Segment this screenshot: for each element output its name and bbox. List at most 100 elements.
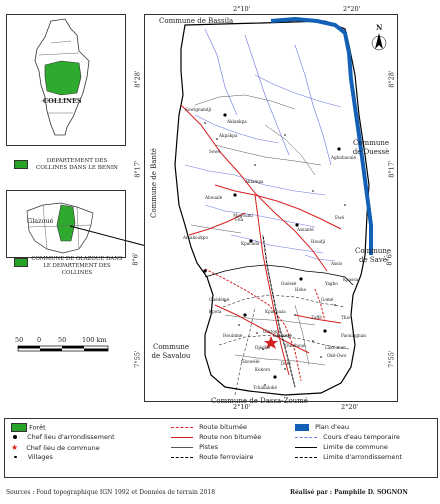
village-label: Akpakpa xyxy=(219,133,238,138)
legend-item-water: Plan d'eau xyxy=(295,423,349,431)
village-label: Amakoukpo xyxy=(183,235,208,240)
footer-author: Réalisé par : Pamphile D. SOGNON xyxy=(290,489,408,496)
black-solid-line-icon xyxy=(295,446,317,448)
legend-item-railway: Route ferroviaire xyxy=(171,453,253,461)
legend-item-paved-road: Route bitumée xyxy=(171,423,247,431)
legend-label-unpaved-road: Route non bitumée xyxy=(199,433,262,441)
village-label: Lakounon xyxy=(325,345,346,350)
arrondissement-dashed-2 xyxy=(218,334,350,350)
benin-locator-caption: DEPARTEMENT DES COLLINES DANS LE BENIN xyxy=(36,158,118,171)
collines-locator-caption: COMMUNE DE GLAZOUE DANS LE DEPARTEMENT D… xyxy=(31,256,123,276)
north-arrow: N xyxy=(369,23,389,57)
coord-left-2: 8°17' xyxy=(133,160,142,178)
streams-group xyxy=(184,28,342,262)
legend-item-arr-limit: Limite d'arrondissement xyxy=(295,453,402,461)
village-label: Oké-Owo xyxy=(327,353,347,358)
roads-paved-group xyxy=(204,268,326,382)
commune-label-bante: Commune de Banté xyxy=(149,148,158,218)
red-dashed-line-icon xyxy=(171,426,193,428)
blue-dashed-line-icon xyxy=(295,436,317,438)
village-label: Zaffé xyxy=(311,315,322,320)
coord-right-3: 8°6' xyxy=(385,252,394,266)
legend-item-arr-chief: Chef lieu d'arrondissement xyxy=(13,433,115,441)
village-dots xyxy=(204,122,346,386)
north-arrow-icon xyxy=(371,33,387,51)
coord-right-2: 8°17' xyxy=(387,160,396,178)
commune-small-label: Glazoué xyxy=(273,333,292,338)
black-dashed-line-icon xyxy=(295,456,317,458)
benin-locator-map: COLLINES xyxy=(6,14,126,146)
legend-label-paved-road: Route bitumée xyxy=(199,423,247,431)
village-label: Hoko xyxy=(295,287,307,292)
commune-label-bassila: Commune de Bassila xyxy=(159,17,234,25)
coord-left-4: 7°55' xyxy=(133,350,142,368)
legend-label-stream: Cours d'eau temporaire xyxy=(323,433,400,441)
legend-item-commune-chief: ★ Chef lieu de commune xyxy=(11,443,100,452)
commune-label-save: Commune de Savè xyxy=(354,247,391,264)
coord-top-1: 2°10' xyxy=(233,5,251,13)
collines-outline xyxy=(26,202,94,254)
legend-label-arr-limit: Limite d'arrondissement xyxy=(323,453,403,461)
village-label: Glazoué xyxy=(263,329,281,334)
collines-locator-map: Glazoué xyxy=(6,190,126,258)
benin-outline xyxy=(34,18,90,136)
legend-item-stream: Cours d'eau temporaire xyxy=(295,433,400,441)
village-label: Agbabaoulé xyxy=(331,155,357,160)
dot-icon xyxy=(13,435,17,439)
legend-label-water: Plan d'eau xyxy=(315,423,349,431)
legend-item-commune-limit: Limite de commune xyxy=(295,443,388,451)
village-label: Paouingnan xyxy=(341,333,366,338)
legend-box: Forêt Chef lieu d'arrondissement ★ Chef … xyxy=(4,418,438,478)
legend-label-railway: Route ferroviaire xyxy=(199,453,254,461)
legend-label-forest: Forêt xyxy=(29,423,46,432)
legend-label-arr-chief: Chef lieu d'arrondissement xyxy=(27,433,115,441)
collines-legend-swatch xyxy=(14,258,28,267)
village-label: Fita xyxy=(235,217,244,222)
water-swatch xyxy=(295,423,309,431)
scale-bar-graphic xyxy=(17,345,109,352)
village-label: Gbowélé xyxy=(241,359,260,364)
legend-item-villages: Villages xyxy=(14,453,53,461)
arrondissement-dashed-3 xyxy=(234,306,256,396)
legend-label-commune-chief: Chef lieu de commune xyxy=(26,444,100,452)
village-label: Sowè xyxy=(209,149,221,154)
village-label: Sowignandji xyxy=(185,107,212,112)
village-label: Ouinhoué xyxy=(285,343,306,348)
village-label: Kokoro xyxy=(255,367,271,372)
rail-line-icon xyxy=(171,456,193,458)
village-label: Thio xyxy=(341,315,351,320)
thin-line-icon xyxy=(171,446,193,448)
legend-label-tracks: Pistes xyxy=(199,443,218,451)
village-label: Tchakaloké xyxy=(253,385,277,390)
benin-legend-swatch xyxy=(14,160,28,169)
legend-item-forest: Forêt xyxy=(11,423,46,432)
star-icon: ★ xyxy=(11,443,19,452)
village-label: Houinmè xyxy=(223,333,243,338)
tracks-group xyxy=(190,94,326,366)
roads-unpaved-group xyxy=(180,104,342,376)
village-label: Ouèssè xyxy=(281,281,297,286)
benin-locator-label: COLLINES xyxy=(43,97,82,105)
village-label: Djègbé xyxy=(255,345,270,350)
red-solid-line-icon xyxy=(171,436,193,438)
coord-right-4: 7°55' xyxy=(387,350,396,368)
coord-left-3: 8°6' xyxy=(131,252,140,266)
small-dot-icon xyxy=(14,455,17,459)
village-label: Houdji xyxy=(311,239,326,244)
scale-tick-3: 50 xyxy=(58,336,67,344)
forest-swatch xyxy=(11,423,27,432)
scale-tick-2: 0 xyxy=(37,336,42,344)
main-map-svg xyxy=(174,16,373,396)
footer-sources: Sources : Fond topographique IGN 1992 et… xyxy=(6,489,216,496)
coord-left-1: 8°28' xyxy=(133,70,142,88)
scale-bar: 50 0 50 100 km xyxy=(14,336,126,358)
coord-top-2: 2°20' xyxy=(343,5,361,13)
glazoue-locator-label: Glazoué xyxy=(27,217,54,225)
arrondissement-dots xyxy=(203,113,341,379)
railway-dash xyxy=(262,234,296,388)
village-label: Ouédémé xyxy=(209,297,230,302)
commune-capital-star xyxy=(264,336,278,349)
main-river xyxy=(270,16,373,255)
village-label: Kpacada xyxy=(241,241,260,246)
village-label: Aboualé xyxy=(205,195,223,200)
